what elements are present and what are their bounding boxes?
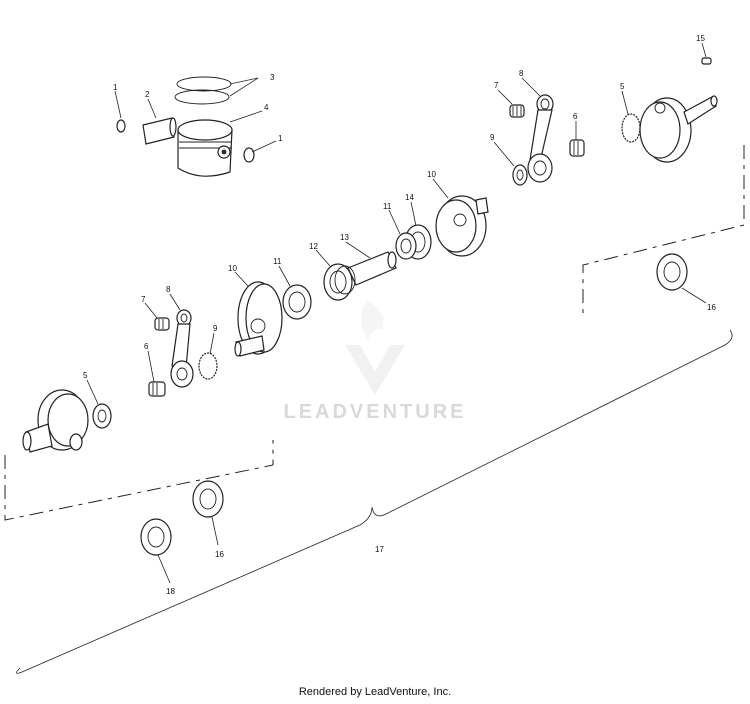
callout-8-lower: 8 [166,285,171,294]
part-18-oil-seal [140,518,172,556]
watermark-text: LEADVENTURE [283,401,466,423]
callout-11-upper: 11 [383,202,392,211]
part-5-washer-lower [92,403,112,429]
callout-9-upper: 9 [490,133,495,142]
callout-9-lower: 9 [213,324,218,333]
callout-12: 12 [309,242,318,251]
part-13-center-shaft [347,251,397,286]
part-2-piston-pin [142,117,177,145]
part-15-key [701,57,712,65]
part-11-bearing-lower [282,284,312,320]
callout-10-upper: 10 [427,170,436,179]
part-7-small-end-bearing-upper [509,104,525,118]
callout-1-right: 1 [278,134,283,143]
part-8-connecting-rod-upper [527,94,554,183]
assembly-indicator-upper-right [582,145,745,315]
leader-lines [86,42,707,584]
callout-16-lower: 16 [215,550,224,559]
part-10-flywheel-upper [435,195,489,257]
assembly-indicator-lower-left [4,440,274,521]
part-1-circlip-left [116,119,126,133]
callout-17: 17 [375,545,384,554]
part-3-piston-rings [174,76,232,105]
part-9-thrust-washer-lower [198,352,218,380]
callout-8-upper: 8 [519,69,524,78]
part-7-small-end-bearing-lower [154,317,170,331]
rendered-by-footer: Rendered by LeadVenture, Inc. [298,686,452,698]
part-16-oil-seal-upper [656,253,688,291]
callout-18: 18 [166,587,175,596]
leadventure-watermark-logo [345,300,405,395]
part-9-thrust-washer-upper [512,164,528,186]
part-8-connecting-rod-lower [170,309,194,388]
callout-3: 3 [270,73,275,82]
part-12-labyrinth-seal [323,263,356,301]
callout-5-upper: 5 [620,82,625,91]
callout-7-lower: 7 [141,295,146,304]
part-1-circlip-right [243,147,255,163]
part-crankshaft-half-lower-left [22,389,89,453]
part-16-oil-seal-lower [192,480,224,518]
callout-16-upper: 16 [707,303,716,312]
callout-1-left: 1 [113,83,118,92]
callout-2: 2 [145,90,150,99]
part-6-big-end-bearing-lower [148,381,166,397]
part-10-flywheel-lower [234,281,283,357]
part-6-big-end-bearing-upper [569,139,585,157]
callout-10-lower: 10 [228,264,237,273]
part-crankshaft-half-upper-right [639,95,718,163]
callout-6-upper: 6 [573,112,578,121]
part-4-piston [177,119,233,177]
callout-15: 15 [696,34,705,43]
part-17-assembly-bracket [16,329,733,674]
callout-13: 13 [340,233,349,242]
callout-5-lower: 5 [83,371,88,380]
callout-14: 14 [405,193,414,202]
callout-4: 4 [264,103,269,112]
callout-7-upper: 7 [494,81,499,90]
callout-6-lower: 6 [144,342,149,351]
part-11-bearing-upper [395,232,417,260]
callout-11-lower: 11 [273,257,282,266]
part-5-washer-upper [621,113,641,143]
